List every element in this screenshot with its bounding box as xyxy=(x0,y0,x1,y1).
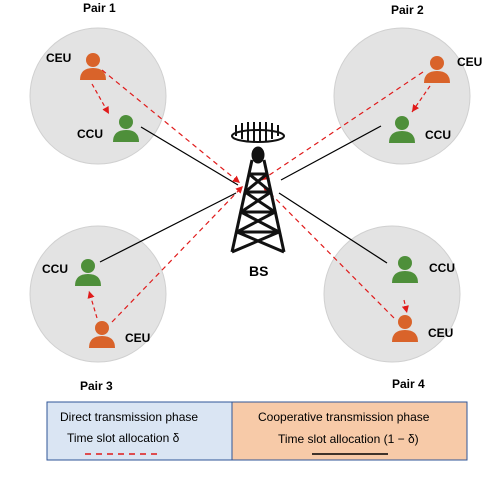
ccu-2-label: CCU xyxy=(425,128,451,142)
legend-direct-box xyxy=(46,401,233,461)
tower-icon xyxy=(230,122,286,254)
pair-1-label: Pair 1 xyxy=(83,1,116,15)
legend-coop-title: Cooperative transmission phase xyxy=(258,410,430,424)
link-ceu3-ccu3 xyxy=(87,290,98,319)
ccu-3-label: CCU xyxy=(42,262,68,276)
pair-3-region xyxy=(29,225,167,363)
link-ceu4-bs xyxy=(262,185,395,319)
link-ccu4-bs xyxy=(278,192,388,264)
ceu-4-label: CEU xyxy=(428,326,453,340)
link-ceu1-bs xyxy=(101,69,241,184)
bs-label: BS xyxy=(249,263,268,279)
legend-coop-box xyxy=(231,401,468,461)
pair-4-region xyxy=(323,225,461,363)
pair-2-region xyxy=(333,27,471,165)
ceu-2-label: CEU xyxy=(457,55,482,69)
ceu-1-label: CEU xyxy=(46,51,71,65)
pair-4-label: Pair 4 xyxy=(392,377,425,391)
link-ccu1-bs xyxy=(140,126,239,186)
legend: Direct transmission phase Time slot allo… xyxy=(46,401,468,461)
link-ceu3-bs xyxy=(111,185,244,323)
legend-coop-allocation: Time slot allocation (1 − δ) xyxy=(278,432,419,446)
ccu-4-label: CCU xyxy=(429,261,455,275)
link-ccu3-bs xyxy=(99,192,237,263)
pair-1-region xyxy=(29,27,167,165)
link-ceu4-ccu4 xyxy=(401,299,409,314)
legend-direct-allocation: Time slot allocation δ xyxy=(67,431,180,445)
legend-direct-title: Direct transmission phase xyxy=(60,410,198,424)
pair-3-label: Pair 3 xyxy=(80,379,113,393)
link-ccu2-bs xyxy=(280,125,382,181)
ccu-1-label: CCU xyxy=(77,127,103,141)
link-ceu2-ccu2 xyxy=(411,85,431,113)
pair-2-label: Pair 2 xyxy=(391,3,424,17)
ceu-3-label: CEU xyxy=(125,331,150,345)
link-ceu1-ccu1 xyxy=(91,83,110,115)
